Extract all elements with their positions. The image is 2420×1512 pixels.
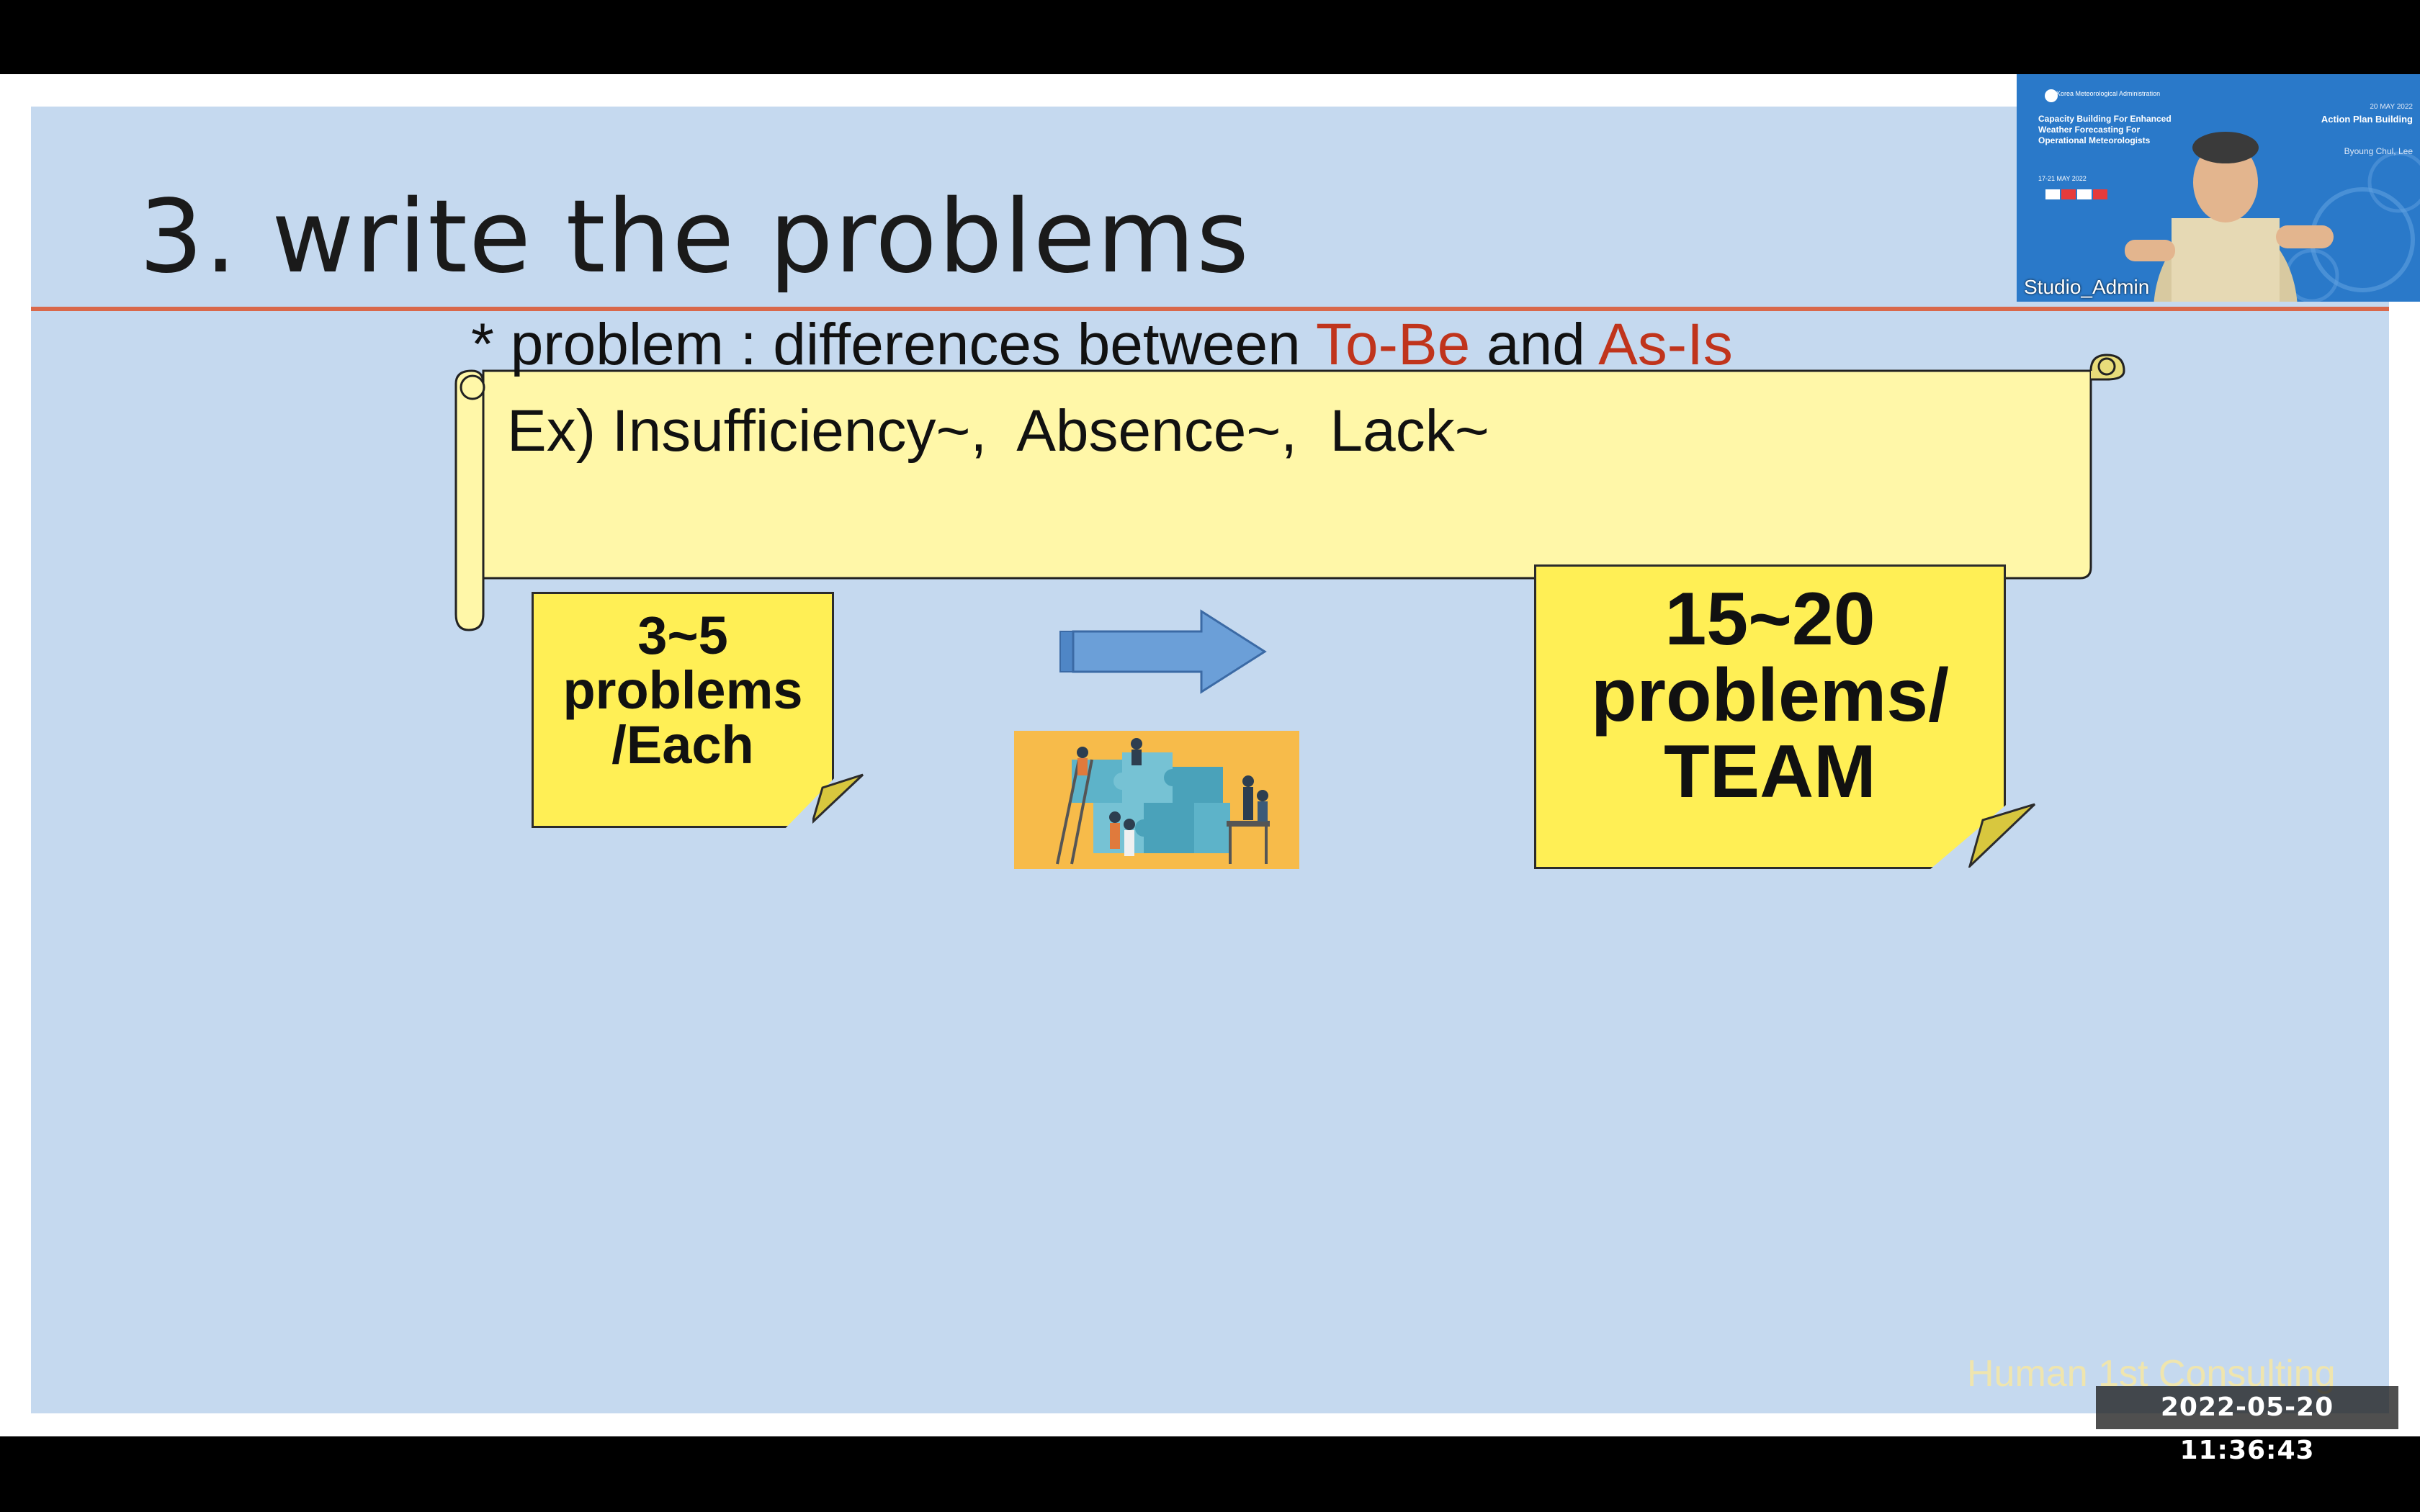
video-background-pattern <box>2017 74 2420 302</box>
note-team-line2: problems/ <box>1591 654 1949 737</box>
participant-name-label: Studio_Admin <box>2024 276 2150 298</box>
presenter-video-thumbnail[interactable]: Korea Meteorological Administration Capa… <box>2017 74 2420 302</box>
session-title: Action Plan Building <box>2321 114 2413 125</box>
sticky-note-fold-left <box>812 773 864 824</box>
term-to-be: To-Be <box>1316 312 1471 377</box>
problem-definition-line: * problem : differences between To-Be an… <box>471 311 1733 379</box>
arrow-right-icon <box>1059 609 1267 694</box>
note-team-line1: 15~20 <box>1664 577 1876 661</box>
presentation-slide: 3. write the problems * problem : differ… <box>31 107 2389 1413</box>
recording-timestamp: 2022-05-20 11:36:43 <box>2096 1386 2398 1465</box>
slide-title: 3. write the problems <box>139 179 1251 296</box>
team-puzzle-illustration <box>1014 731 1299 869</box>
definition-middle: and <box>1470 312 1599 377</box>
scroll-banner <box>454 354 2125 631</box>
note-team-line3: TEAM <box>1664 730 1876 814</box>
note-individual-line1: 3~5 <box>637 606 728 665</box>
presenter-name: Byoung Chul, Lee <box>2344 146 2413 156</box>
sticky-note-fold-right <box>1968 803 2036 868</box>
problem-examples-line: Ex) Insufficiency~, Absence~, Lack~ <box>507 398 1489 464</box>
sticky-note-individual: 3~5 problems /Each <box>532 592 834 828</box>
note-individual-line3: /Each <box>611 715 754 775</box>
puzzle-people-icon <box>1056 738 1270 865</box>
organization-label: Korea Meteorological Administration <box>2056 90 2161 97</box>
title-underline <box>31 307 2389 311</box>
course-dates: 17-21 MAY 2022 <box>2038 175 2087 182</box>
sticky-note-team: 15~20 problems/ TEAM <box>1534 564 2006 869</box>
session-date: 20 MAY 2022 <box>2370 103 2413 111</box>
definition-prefix: * problem : differences between <box>471 312 1317 377</box>
note-individual-line2: problems <box>563 660 803 720</box>
term-as-is: As-Is <box>1598 312 1733 377</box>
course-title: Capacity Building For Enhanced Weather F… <box>2038 114 2172 145</box>
